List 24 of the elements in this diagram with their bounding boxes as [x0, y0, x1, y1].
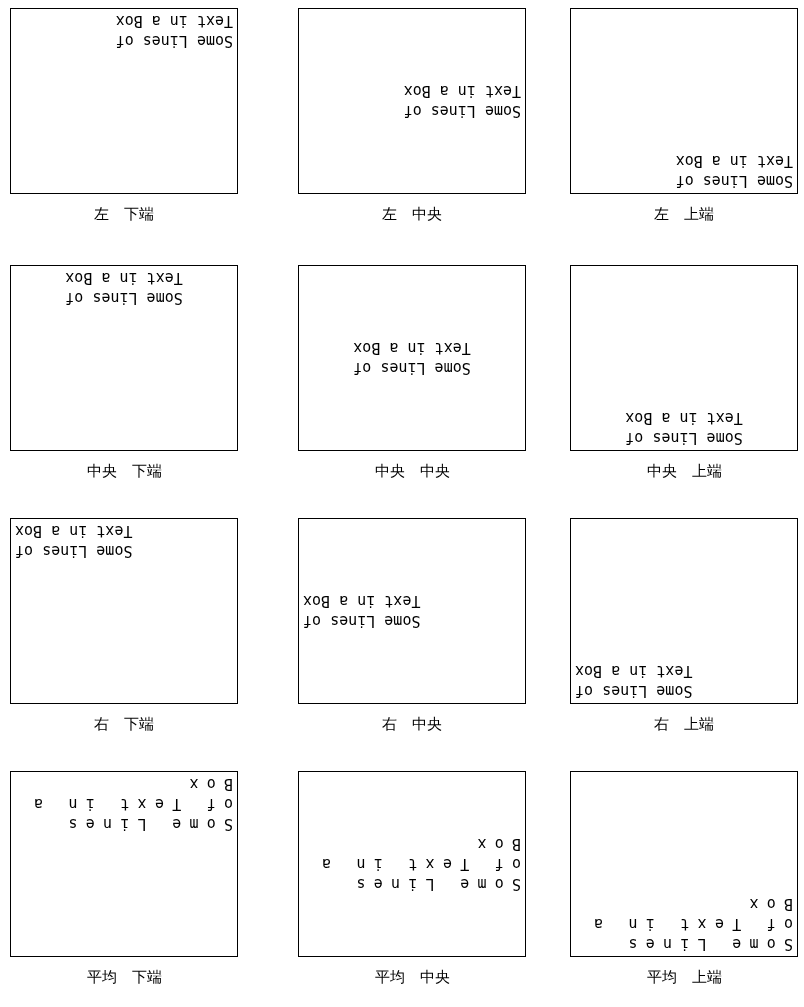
box-text: Some Lines of Text in a Box [352, 338, 472, 378]
box-text: Some Lines of Text in a Box [674, 151, 793, 191]
box-caption: 右 上端 [653, 715, 715, 734]
box-text: Some Lines of Text in a Box [24, 774, 233, 834]
box-text: Some Lines of Text in a Box [64, 268, 184, 308]
box-text: Some Lines of Text in a Box [584, 894, 793, 954]
box-caption: 右 中央 [381, 715, 443, 734]
box-text: Some Lines of Text in a Box [575, 661, 694, 701]
box-caption: 平均 上端 [645, 968, 723, 987]
box-caption: 左 中央 [381, 205, 443, 224]
box-text: Some Lines of Text in a Box [312, 834, 521, 894]
box-caption: 平均 中央 [373, 968, 451, 987]
box-caption: 平均 下端 [85, 968, 163, 987]
box-caption: 左 上端 [653, 205, 715, 224]
box-text: Some Lines of Text in a Box [402, 81, 521, 121]
box-caption: 中央 下端 [85, 462, 163, 481]
box-caption: 中央 上端 [645, 462, 723, 481]
box-text: Some Lines of Text in a Box [303, 591, 422, 631]
box-caption: 右 下端 [93, 715, 155, 734]
box-text: Some Lines of Text in a Box [114, 11, 233, 51]
box-text: Some Lines of Text in a Box [15, 521, 134, 561]
box-caption: 左 下端 [93, 205, 155, 224]
box-caption: 中央 中央 [373, 462, 451, 481]
box-text: Some Lines of Text in a Box [624, 408, 744, 448]
